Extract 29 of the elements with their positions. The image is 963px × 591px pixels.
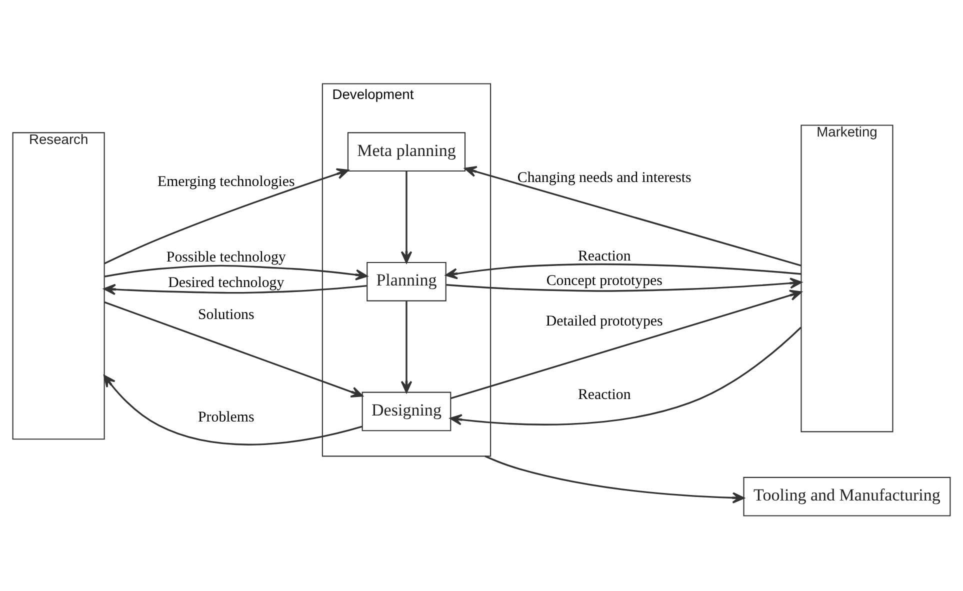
arrow [450,326,802,426]
node-box: Designing [362,392,452,432]
arrow [484,455,744,504]
arrow [400,171,412,264]
arrow [104,264,368,280]
node-box: Marketing [800,124,894,432]
edge-label: Solutions [198,307,254,324]
edge-label: Reaction [578,248,631,265]
arrow [104,301,364,398]
node-box: Meta planning [347,132,466,172]
arrow [400,301,412,394]
node-box: Planning [366,262,446,302]
edge-label: Concept prototypes [546,273,662,290]
arrow [104,374,362,446]
edge-label: Emerging technologies [157,174,295,190]
arrow [450,290,802,400]
edge-label: Changing needs and interests [517,170,692,186]
edge-label: Possible technology [166,250,286,266]
arrow [104,168,349,264]
edge-label: Desired technology [168,275,284,292]
arrow [464,166,802,266]
arrow [104,284,367,296]
arrow [446,278,802,292]
edge-label: Problems [198,409,254,426]
arrow [445,263,802,280]
edge-label: Detailed prototypes [546,314,663,330]
node-box: Research [12,132,105,440]
edge-label: Reaction [578,386,631,403]
node-box: Tooling and Manufacturing [743,476,951,516]
